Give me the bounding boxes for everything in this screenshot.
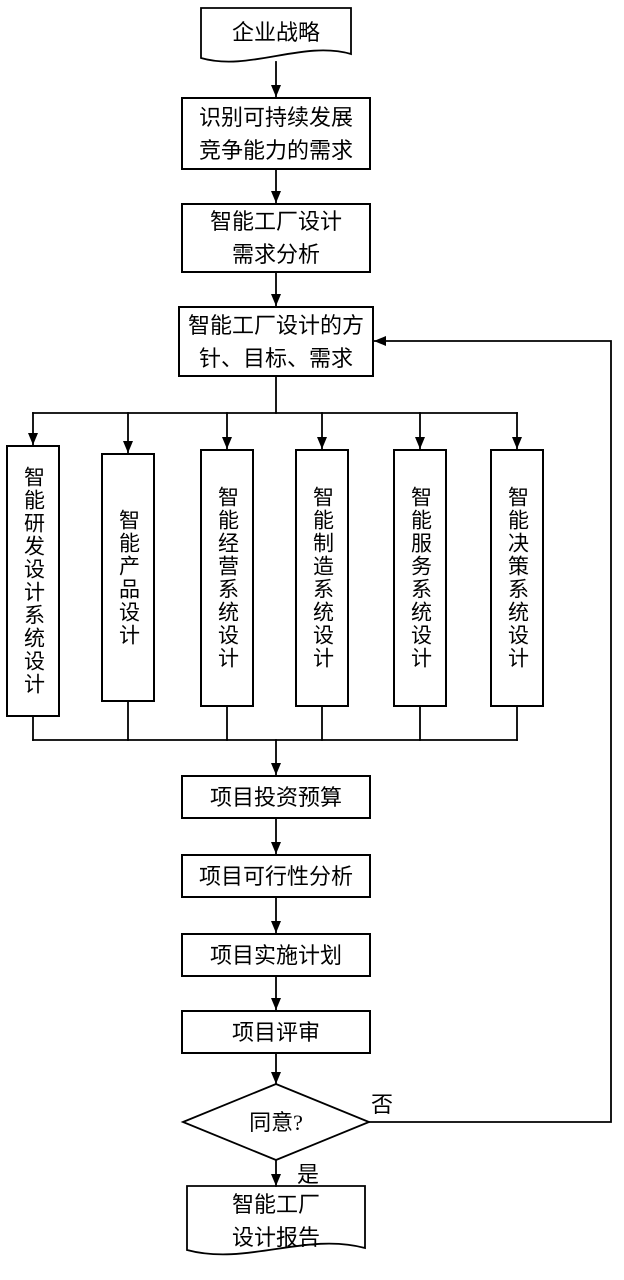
- implementation-plan-box: 项目实施计划: [181, 933, 371, 977]
- end-document-label: 智能工厂 设计报告: [187, 1190, 365, 1252]
- requirement-analysis-box: 智能工厂设计 需求分析: [181, 203, 371, 273]
- start-document-label: 企业战略: [201, 10, 351, 54]
- design-goals-box: 智能工厂设计的方 针、目标、需求: [178, 306, 374, 377]
- identify-needs-line1: 识别可持续发展: [198, 104, 353, 130]
- identify-needs-line2: 竞争能力的需求: [198, 137, 353, 163]
- branch-box-decision-system-label: 智能决策系统设计: [505, 486, 530, 670]
- branch-box-manufacturing-system: 智能制造系统设计: [295, 449, 349, 707]
- branch-box-operation-system: 智能经营系统设计: [200, 449, 254, 707]
- design-goals-line2: 针、目标、需求: [198, 345, 353, 371]
- implementation-plan-label: 项目实施计划: [209, 942, 342, 968]
- identify-needs-box: 识别可持续发展 竞争能力的需求: [181, 97, 371, 170]
- branch-box-operation-system-label: 智能经营系统设计: [215, 486, 240, 670]
- budget-box: 项目投资预算: [181, 775, 371, 819]
- budget-label: 项目投资预算: [209, 784, 342, 810]
- start-document-text: 企业战略: [231, 19, 320, 45]
- decision-label: 同意?: [249, 1109, 303, 1135]
- branch-box-manufacturing-system-label: 智能制造系统设计: [310, 486, 335, 670]
- branch-box-decision-system: 智能决策系统设计: [490, 449, 544, 707]
- feasibility-box: 项目可行性分析: [181, 854, 371, 898]
- branch-box-rd-design-system-label: 智能研发设计系统设计: [21, 466, 46, 696]
- no-edge-label: 否: [370, 1092, 393, 1117]
- decision-label-wrap: 同意?: [203, 1100, 349, 1144]
- branch-box-product-design-label: 智能产品设计: [116, 508, 141, 647]
- design-goals-line1: 智能工厂设计的方: [187, 312, 364, 338]
- yes-edge-label: 是: [296, 1162, 319, 1187]
- branch-box-rd-design-system: 智能研发设计系统设计: [6, 445, 60, 717]
- project-review-label: 项目评审: [231, 1019, 320, 1045]
- feasibility-label: 项目可行性分析: [198, 863, 353, 889]
- end-document-line2: 设计报告: [231, 1225, 320, 1250]
- requirement-analysis-line1: 智能工厂设计: [209, 209, 342, 234]
- project-review-box: 项目评审: [181, 1010, 371, 1054]
- end-document-line1: 智能工厂: [231, 1192, 320, 1217]
- branch-box-product-design: 智能产品设计: [101, 453, 155, 702]
- requirement-analysis-line2: 需求分析: [231, 242, 320, 267]
- branch-box-service-system-label: 智能服务系统设计: [408, 486, 433, 670]
- branch-box-service-system: 智能服务系统设计: [393, 449, 447, 707]
